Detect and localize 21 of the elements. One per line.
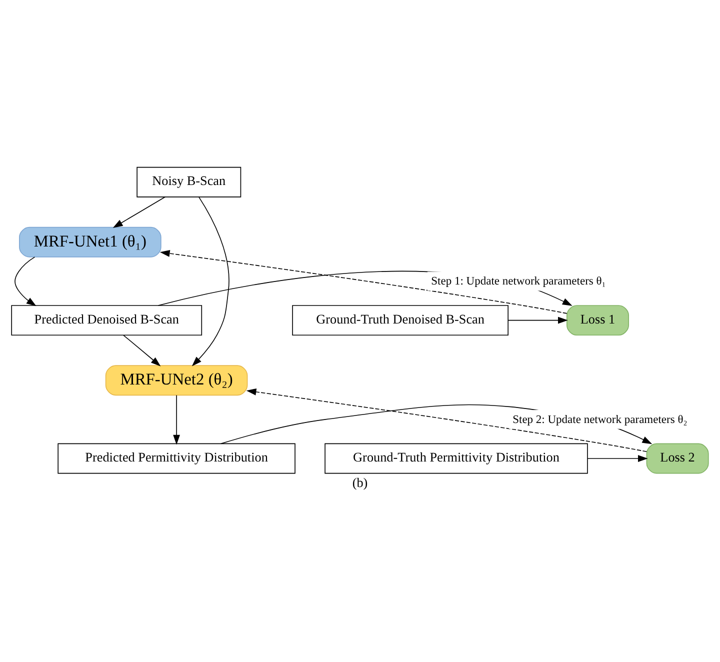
node-box: MRF-UNet1 (θ₁) (19, 226, 162, 258)
arrow (173, 394, 180, 445)
node-box: Predicted Denoised B-Scan (11, 305, 202, 336)
arrow (123, 334, 161, 366)
arrow (160, 250, 568, 314)
edge-label: Step 2: Update network parameters θ₂ (512, 414, 688, 426)
edge-label: Step 1: Update network parameters θ₁ (431, 276, 606, 288)
node-box: Noisy B-Scan (136, 166, 242, 198)
arrow (508, 316, 568, 324)
node-box: Predicted Permittivity Distribution (58, 443, 296, 474)
arrow (246, 388, 648, 452)
arrow (112, 196, 166, 228)
caption: (b) (352, 475, 368, 490)
arrow (587, 455, 648, 462)
arrow (192, 196, 230, 366)
node-box: Ground-Truth Permittivity Distribution (324, 443, 588, 474)
node-box: MRF-UNet2 (θ₂) (105, 365, 248, 396)
arrow (14, 256, 36, 306)
node-box: Loss 1 (566, 305, 630, 336)
node-box: Loss 2 (646, 443, 709, 474)
node-box: Ground-Truth Denoised B-Scan (292, 305, 508, 336)
